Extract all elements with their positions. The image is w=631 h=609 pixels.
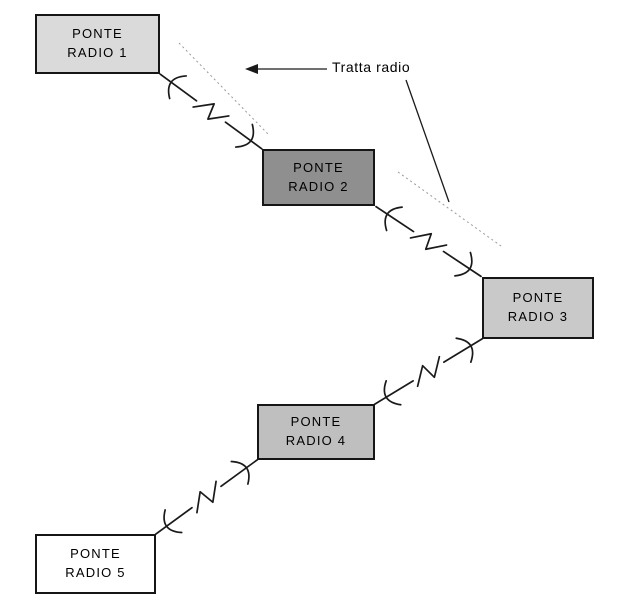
hop-axis-line xyxy=(159,73,263,150)
hop-axis-line xyxy=(375,205,482,278)
radio-wave-zigzag-icon xyxy=(192,103,230,120)
node-ponte-radio-1: PONTE RADIO 1 xyxy=(35,14,160,74)
node-ponte-radio-5: PONTE RADIO 5 xyxy=(35,534,156,594)
tratta-guide-line-1 xyxy=(178,42,269,135)
antenna-arc-icon xyxy=(454,251,473,277)
antenna-arc-icon xyxy=(234,123,255,148)
antenna-arc-icon xyxy=(455,337,474,364)
radio-hop-symbol-4-5 xyxy=(154,458,259,536)
annotation-arrowhead-icon xyxy=(245,64,258,74)
antenna-arc-icon xyxy=(383,379,402,406)
antenna-arc-icon xyxy=(163,509,183,534)
node-ponte-radio-3: PONTE RADIO 3 xyxy=(482,277,594,339)
radio-wave-zigzag-icon xyxy=(416,355,441,388)
hop-axis-line xyxy=(373,337,484,406)
node-ponte-radio-4: PONTE RADIO 4 xyxy=(257,404,375,460)
annotation-pointer-line xyxy=(405,79,450,203)
radio-hop-symbol-3-4 xyxy=(373,337,484,406)
radio-hop-symbol-2-3 xyxy=(375,205,482,278)
antenna-arc-icon xyxy=(230,460,250,485)
tratta-guide-line-2 xyxy=(397,171,502,247)
node-ponte-radio-2: PONTE RADIO 2 xyxy=(262,149,375,206)
radio-hop-symbol-1-2 xyxy=(159,73,263,150)
antenna-arc-icon xyxy=(167,75,188,100)
tratta-radio-label: Tratta radio xyxy=(332,59,411,75)
radio-wave-zigzag-icon xyxy=(196,480,217,514)
hop-axis-line xyxy=(154,458,259,536)
radio-wave-zigzag-icon xyxy=(409,232,448,251)
antenna-arc-icon xyxy=(384,206,403,232)
